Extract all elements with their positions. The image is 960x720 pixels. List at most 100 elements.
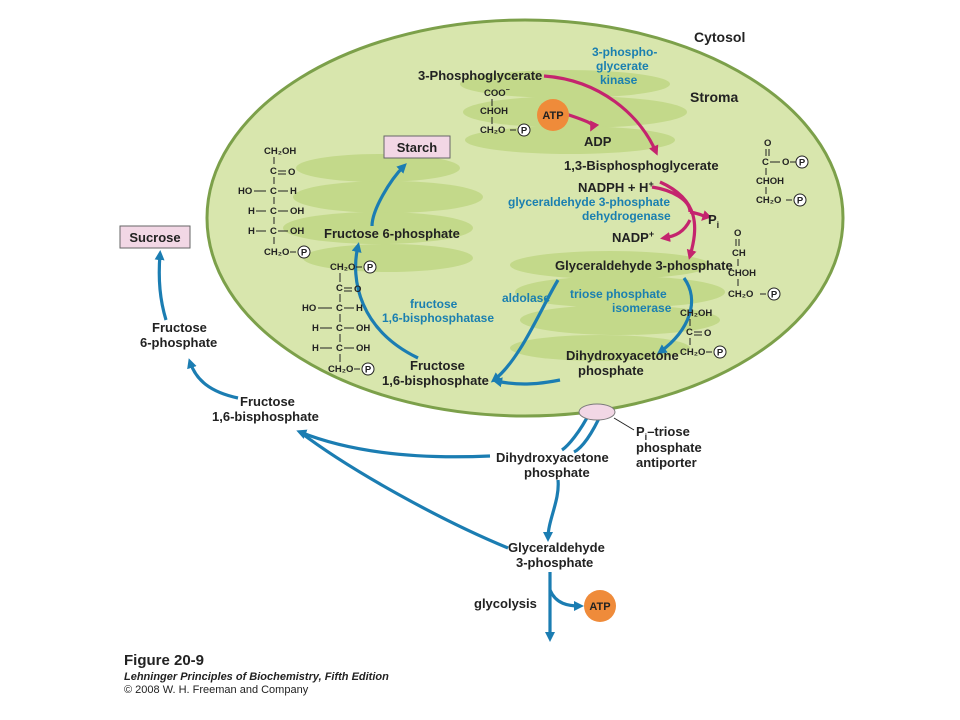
svg-text:H: H [356, 303, 363, 314]
svg-text:C: C [270, 226, 277, 237]
svg-text:CH₂O: CH₂O [328, 364, 353, 375]
svg-text:P: P [771, 290, 778, 301]
f6p-cyt-label-2: 6-phosphate [140, 335, 217, 350]
svg-text:ATP: ATP [589, 601, 610, 613]
glycolysis-label: glycolysis [474, 596, 537, 611]
svg-text:O: O [764, 138, 771, 149]
svg-text:H: H [312, 343, 319, 354]
svg-text:O: O [288, 167, 295, 178]
svg-text:CH: CH [732, 248, 746, 259]
svg-text:HO: HO [238, 186, 252, 197]
fbp-cyt-label-2: 1,6-bisphosphate [212, 409, 319, 424]
sucrose-box: Sucrose [119, 225, 191, 249]
figure-number: Figure 20-9 [124, 652, 205, 669]
structure-dhap: CH₂OH C O CH₂O P [680, 308, 727, 359]
arrow-f6p-to-starch [370, 163, 407, 227]
dhap-cyt-label-2: phosphate [524, 465, 590, 480]
enzyme-pgk-2: glycerate [596, 59, 649, 73]
bpg-label: 1,3-Bisphosphoglycerate [564, 158, 719, 173]
stroma-bands [283, 70, 725, 361]
structure-bpg: O C O P CHOH CH₂O P [756, 138, 809, 207]
arrow-nadp-out [660, 219, 692, 242]
svg-text:OH: OH [356, 343, 370, 354]
svg-text:CH₂OH: CH₂OH [264, 146, 296, 157]
svg-text:O: O [704, 328, 711, 339]
arrow-bpg-to-gap [659, 180, 697, 260]
arrow-dhap-to-fbp-cyt [296, 429, 491, 459]
dhap-stroma-label-1: Dihydroxyacetone [566, 348, 679, 363]
pi-label: Pi [708, 212, 719, 230]
structure-fbp: CH₂O P C O HO C H H C OH H C OH CH₂O P [302, 260, 377, 376]
enzyme-tpi-1: triose phosphate [570, 287, 667, 301]
svg-text:C: C [270, 206, 277, 217]
arrow-pg3-to-bpg [543, 74, 659, 156]
svg-text:COO−: COO− [484, 87, 510, 99]
figure-caption: Figure 20-9 Lehninger Principles of Bioc… [124, 652, 544, 696]
svg-text:P: P [799, 158, 806, 169]
enzyme-pgk-3: kinase [600, 73, 638, 87]
fbp-stroma-label-2: 1,6-bisphosphate [382, 373, 489, 388]
arrow-dhap-to-fbp [492, 377, 561, 388]
svg-text:P: P [797, 196, 804, 207]
svg-text:CH₂O: CH₂O [756, 195, 781, 206]
antiporter-label-2: phosphate [636, 440, 702, 455]
arrow-gap-to-fbp-cyt [299, 430, 509, 550]
nadp-label: NADP+ [612, 229, 654, 245]
nadph-label: NADPH + H+ [578, 179, 654, 195]
arrow-gap-to-dhap [656, 277, 694, 355]
f6p-cyt-label-1: Fructose [152, 320, 207, 335]
enzyme-gapdh-2: dehydrogenase [582, 209, 671, 223]
svg-text:H: H [248, 206, 255, 217]
svg-text:CH₂OH: CH₂OH [680, 308, 712, 319]
antiporter-label-1: Pi–triose [636, 424, 690, 442]
book-title: Lehninger Principles of Biochemistry, Fi… [124, 671, 389, 683]
cytosol-label: Cytosol [694, 29, 745, 45]
enzyme-tpi-2: isomerase [612, 301, 672, 315]
arrow-fbp-to-f6p-cyt [187, 358, 239, 400]
svg-text:P: P [521, 126, 528, 137]
svg-text:CHOH: CHOH [480, 106, 508, 117]
starch-box: Starch [383, 135, 451, 159]
svg-text:OH: OH [290, 206, 304, 217]
stroma-label: Stroma [690, 89, 738, 105]
svg-text:C: C [270, 166, 277, 177]
adp-label: ADP [584, 134, 612, 149]
svg-text:C: C [336, 283, 343, 294]
arrow-atp-to-adp [565, 112, 600, 132]
copyright: © 2008 W. H. Freeman and Company [124, 684, 309, 696]
pg3-label: 3-Phosphoglycerate [418, 68, 542, 83]
svg-text:H: H [290, 186, 297, 197]
structure-f6p: CH₂OH C O HO C H H C OH H C OH CH₂O P [238, 146, 311, 259]
fbp-cyt-label-1: Fructose [240, 394, 295, 409]
svg-text:O: O [354, 284, 361, 295]
svg-text:ATP: ATP [542, 110, 563, 122]
enzyme-aldolase: aldolase [502, 291, 550, 305]
svg-text:Starch: Starch [397, 140, 438, 155]
arrow-dhap-to-gap-cyt [543, 479, 560, 542]
svg-text:OH: OH [356, 323, 370, 334]
svg-text:CH₂O: CH₂O [330, 262, 355, 273]
svg-text:OH: OH [290, 226, 304, 237]
antiporter-channel [578, 403, 616, 421]
svg-text:P: P [365, 365, 372, 376]
svg-text:P: P [367, 263, 374, 274]
f6p-stroma-label: Fructose 6-phosphate [324, 226, 460, 241]
svg-text:C: C [762, 157, 769, 168]
svg-text:C: C [336, 303, 343, 314]
svg-text:O: O [782, 157, 789, 168]
svg-text:C: C [336, 343, 343, 354]
fbp-stroma-label-1: Fructose [410, 358, 465, 373]
structure-gap: O CH CHOH CH₂O P [728, 228, 781, 301]
gap-cyt-label-2: 3-phosphate [516, 555, 593, 570]
svg-text:CH₂O: CH₂O [728, 289, 753, 300]
svg-text:CH₂O: CH₂O [480, 125, 505, 136]
svg-text:Sucrose: Sucrose [129, 230, 180, 245]
svg-text:C: C [686, 327, 693, 338]
atp-stroma: ATP [537, 99, 569, 131]
svg-text:C: C [270, 186, 277, 197]
antiporter-label-3: antiporter [636, 455, 697, 470]
svg-text:HO: HO [302, 303, 316, 314]
antiporter-leader [613, 417, 635, 431]
